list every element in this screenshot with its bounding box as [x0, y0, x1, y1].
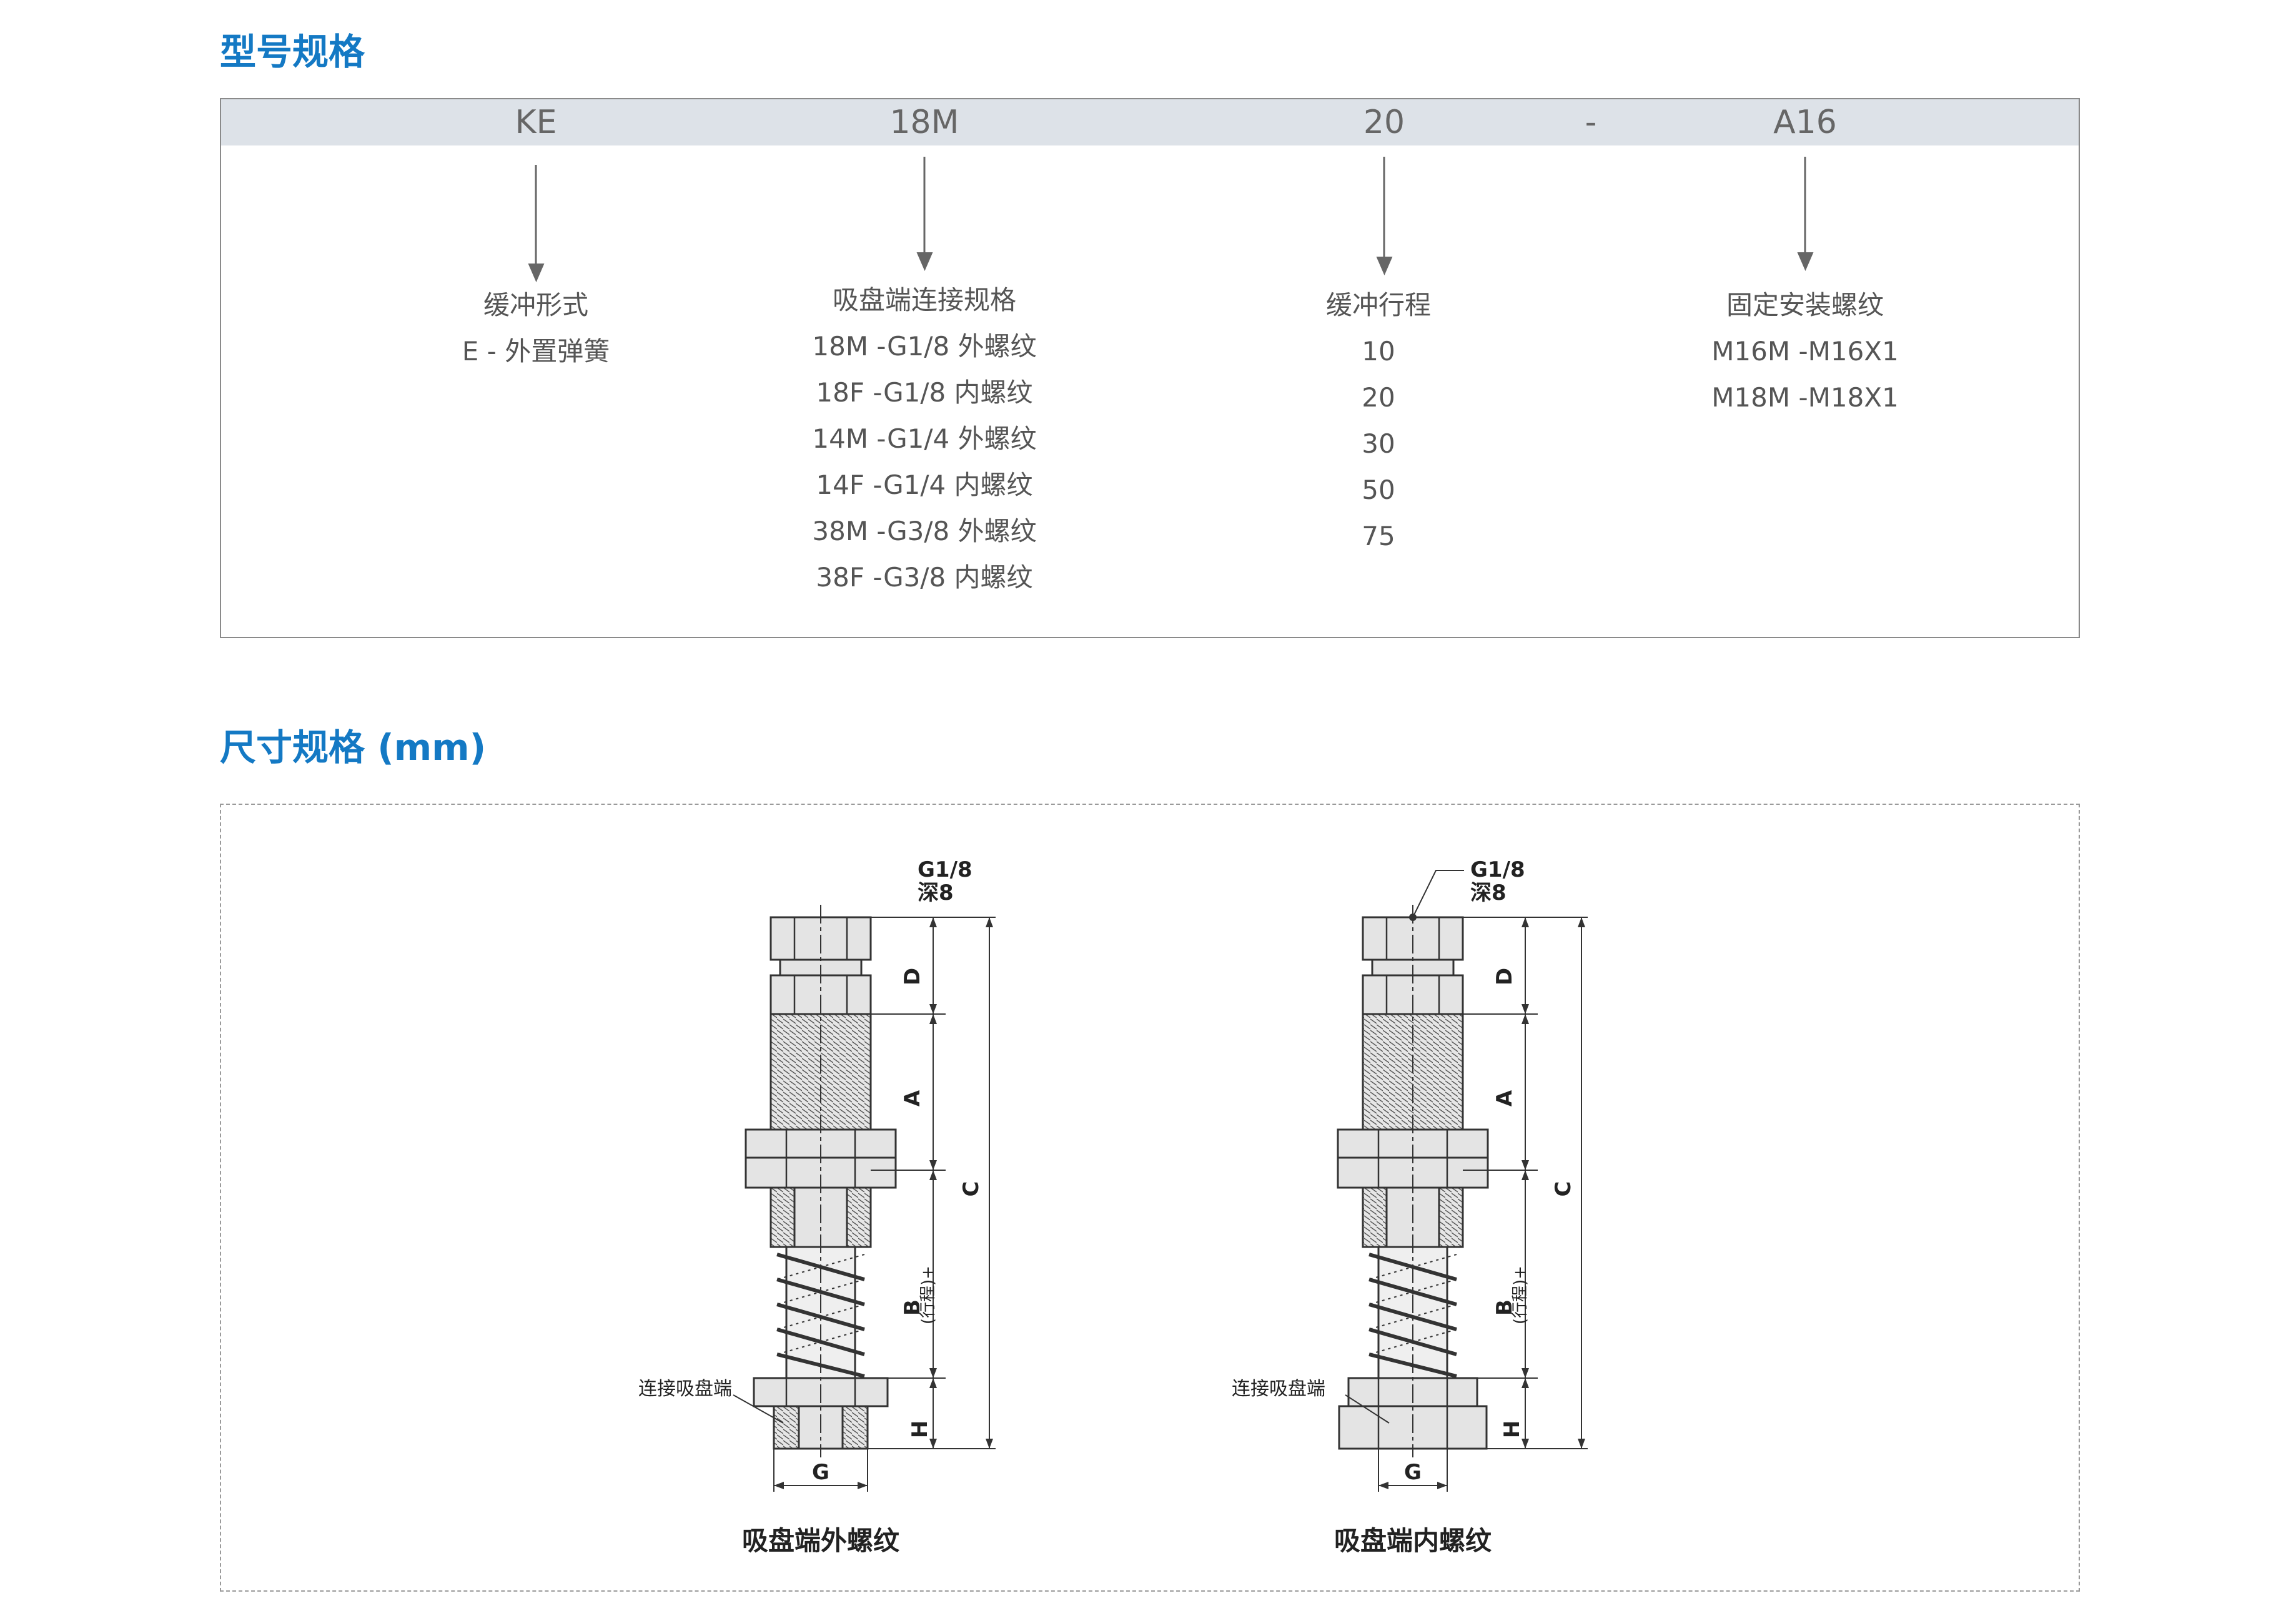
model-code-header: KE 18M 20 - A16 — [221, 99, 2079, 145]
buffer-type-column: 缓冲形式 E - 外置弹簧 — [462, 282, 610, 375]
internal-thread-caption: 吸盘端内螺纹 — [1334, 1525, 1492, 1556]
arrow-down-icon — [535, 165, 537, 265]
model-spec-title: 型号规格 — [220, 31, 365, 73]
internal-thread-drawing: D A C B H G (行程)+ G1/8 深8 连接吸盘端 — [1232, 857, 1588, 1492]
dim-B-note: (行程)+ — [1511, 1266, 1530, 1324]
dim-D-label: D — [1492, 968, 1517, 985]
buffer-type-item: E - 外置弹簧 — [462, 336, 610, 367]
connect-suction-label: 连接吸盘端 — [1232, 1378, 1325, 1400]
external-thread-drawing: D A C B H G (行程)+ G1/8 深8 连接吸盘端 — [638, 857, 996, 1492]
stroke-item: 20 — [1362, 382, 1395, 413]
dim-B-label: B — [1492, 1299, 1517, 1316]
connection-item: 14M -G1/4 外螺纹 — [812, 423, 1037, 454]
stroke-column: 缓冲行程 10 20 30 50 75 — [1326, 282, 1431, 559]
port-depth-label: 深8 — [918, 880, 954, 905]
arrow-down-icon — [1383, 157, 1385, 258]
thread-item: M16M -M16X1 — [1711, 336, 1899, 367]
thread-title: 固定安装螺纹 — [1726, 290, 1884, 320]
code-part-thread: A16 — [1773, 104, 1837, 141]
stroke-item: 50 — [1362, 475, 1395, 505]
code-part-buffer: KE — [515, 104, 557, 141]
thread-item: M18M -M18X1 — [1711, 382, 1899, 413]
dim-G-label: G — [812, 1460, 829, 1485]
dim-A-label: A — [1492, 1090, 1517, 1106]
thread-column: 固定安装螺纹 M16M -M16X1 M18M -M18X1 — [1711, 282, 1899, 421]
port-size-label: G1/8 — [918, 857, 972, 882]
arrow-down-icon — [1804, 157, 1806, 254]
dim-C-label: C — [1551, 1181, 1576, 1197]
port-depth-label: 深8 — [1470, 880, 1507, 905]
connection-item: 18M -G1/8 外螺纹 — [812, 331, 1037, 362]
external-thread-caption: 吸盘端外螺纹 — [741, 1525, 900, 1556]
connection-item: 14F -G1/4 内螺纹 — [816, 470, 1033, 500]
connection-item: 18F -G1/8 内螺纹 — [816, 377, 1033, 408]
buffer-type-title: 缓冲形式 — [483, 290, 588, 320]
dimension-drawing-panel: D A C B H G (行程)+ G1/8 深8 连接吸盘端 — [220, 804, 2080, 1592]
dim-C-label: C — [959, 1181, 984, 1197]
code-separator: - — [1585, 104, 1597, 141]
dim-B-note: (行程)+ — [919, 1266, 938, 1324]
stroke-title: 缓冲行程 — [1325, 290, 1432, 320]
connection-item: 38M -G3/8 外螺纹 — [812, 516, 1037, 546]
code-part-connection: 18M — [889, 104, 959, 141]
dimension-spec-title: 尺寸规格 (mm) — [220, 726, 487, 769]
arrow-down-icon — [923, 157, 926, 254]
dim-D-label: D — [900, 968, 925, 985]
model-spec-table: KE 18M 20 - A16 缓冲形式 E - 外置弹簧 吸盘端连接规格 18… — [220, 98, 2080, 638]
port-size-label: G1/8 — [1470, 857, 1525, 882]
connection-item: 38F -G3/8 内螺纹 — [816, 562, 1033, 593]
connection-title: 吸盘端连接规格 — [832, 285, 1016, 315]
stroke-item: 10 — [1362, 336, 1395, 367]
dim-H-label: H — [908, 1421, 933, 1438]
connect-suction-label: 连接吸盘端 — [638, 1378, 732, 1400]
dim-A-label: A — [900, 1090, 925, 1106]
dim-B-label: B — [900, 1299, 925, 1316]
dim-H-label: H — [1500, 1421, 1525, 1438]
stroke-item: 75 — [1362, 521, 1395, 551]
code-part-stroke: 20 — [1363, 104, 1405, 141]
dim-G-label: G — [1404, 1460, 1422, 1485]
connection-column: 吸盘端连接规格 18M -G1/8 外螺纹 18F -G1/8 内螺纹 14M … — [812, 277, 1036, 601]
stroke-item: 30 — [1362, 428, 1395, 459]
